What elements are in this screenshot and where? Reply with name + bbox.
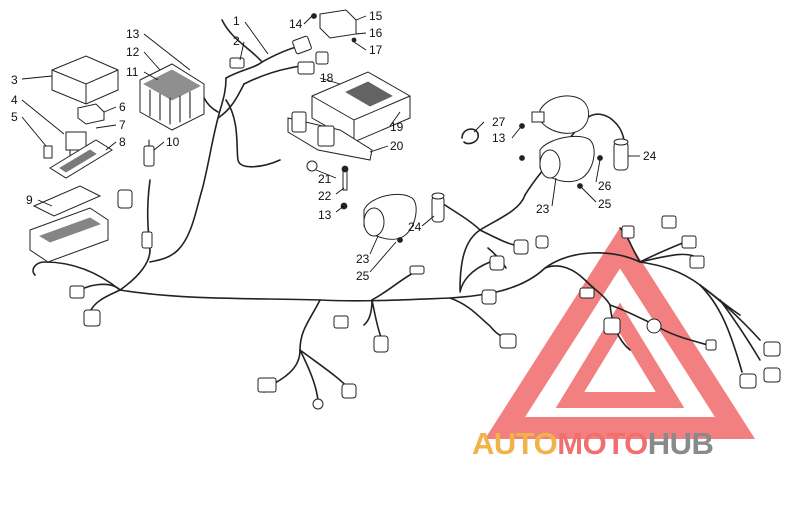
- callout-7: 7: [119, 118, 126, 132]
- callout-13: 13: [126, 27, 140, 41]
- callout-24: 24: [408, 220, 422, 234]
- callout-4: 4: [11, 93, 18, 107]
- spark-plug-cap: [613, 138, 629, 171]
- callout-1: 1: [233, 14, 240, 28]
- callout-25b: 25: [598, 197, 612, 211]
- callout-25: 25: [356, 269, 370, 283]
- callout-17: 17: [369, 43, 383, 57]
- watermark-hub: HUB: [648, 426, 714, 461]
- callout-5: 5: [11, 110, 18, 124]
- sensor: [143, 139, 155, 167]
- callout-21: 21: [318, 172, 332, 186]
- watermark-auto: AUTO: [472, 426, 557, 461]
- connector: [229, 35, 329, 75]
- spark-plug-cap: [431, 192, 445, 223]
- callout-numbers: 1 2 3 4 5 6 7 8 9 10 11 12 13 13 13 13 1…: [11, 9, 657, 283]
- callout-2: 2: [233, 34, 240, 48]
- voltage-regulator: [139, 63, 205, 131]
- callout-27: 27: [492, 115, 506, 129]
- callout-23b: 23: [536, 202, 550, 216]
- leader-lines: [21, 15, 640, 273]
- callout-18: 18: [320, 71, 334, 85]
- starter-motor: [531, 95, 589, 134]
- watermark-logo-triangle: [484, 227, 756, 439]
- callout-15: 15: [369, 9, 383, 23]
- starter-relay: [311, 9, 357, 43]
- fuse-box-base: [29, 185, 109, 263]
- fuse-box-cover: [51, 55, 119, 105]
- ignition-coil: [539, 135, 603, 189]
- ignition-coil: [363, 194, 417, 243]
- callout-13d: 13: [492, 131, 506, 145]
- callout-26: 26: [598, 179, 612, 193]
- callout-14: 14: [289, 17, 303, 31]
- bolt: [306, 160, 349, 210]
- watermark-moto: MOTO: [557, 426, 647, 461]
- callout-3: 3: [11, 73, 18, 87]
- callout-23: 23: [356, 252, 370, 266]
- ecu: [311, 71, 411, 143]
- mini-fuse: [43, 145, 53, 159]
- callout-9: 9: [26, 193, 33, 207]
- svg-text:AUTOMOTOHUB: AUTOMOTOHUB: [472, 426, 713, 461]
- fuse-block-small: [77, 103, 105, 125]
- callout-6: 6: [119, 100, 126, 114]
- callout-20: 20: [390, 139, 404, 153]
- fuse-board: [49, 139, 113, 179]
- callout-22: 22: [318, 189, 332, 203]
- harness-connectors: [69, 189, 781, 410]
- watermark-wordmark: AUTOMOTOHUB: [472, 426, 714, 461]
- wire-clip: [461, 123, 525, 161]
- callout-8: 8: [119, 135, 126, 149]
- callout-12: 12: [126, 45, 140, 59]
- ecu-bracket: [287, 111, 373, 161]
- callout-19: 19: [390, 120, 404, 134]
- callout-13c: 13: [318, 208, 332, 222]
- callout-24b: 24: [643, 149, 657, 163]
- callout-11: 11: [126, 65, 139, 79]
- callout-10: 10: [166, 135, 180, 149]
- callout-16: 16: [369, 26, 383, 40]
